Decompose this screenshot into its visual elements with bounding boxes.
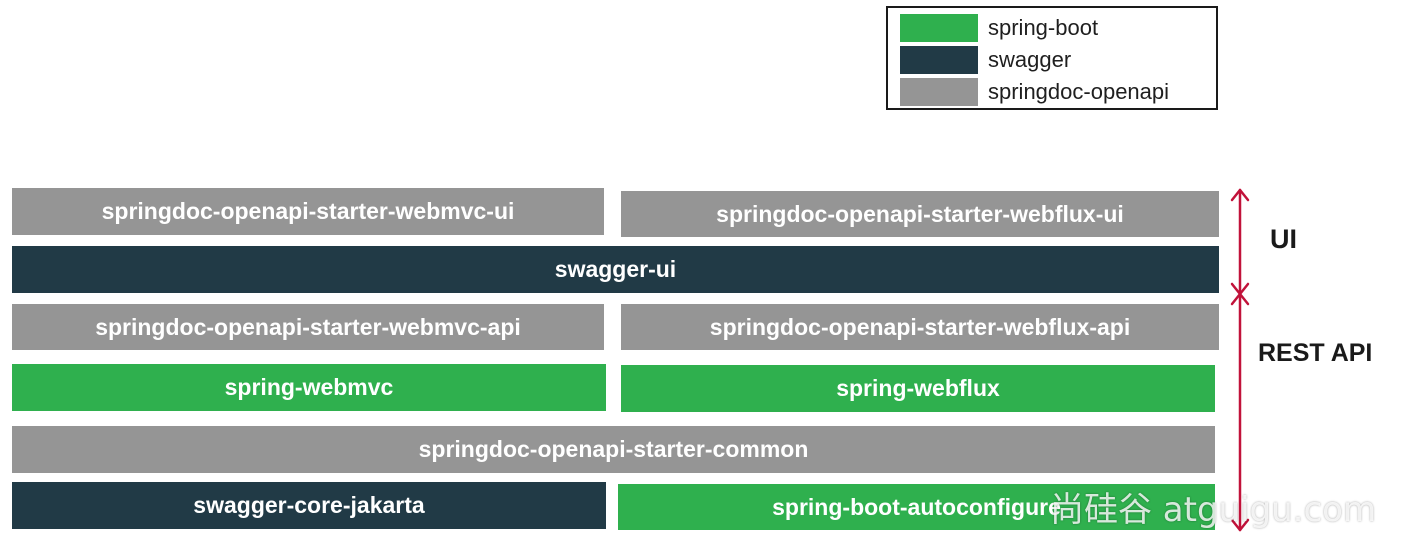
block-spring-webmvc: spring-webmvc bbox=[12, 364, 606, 411]
legend-item-swagger: swagger bbox=[900, 46, 1071, 74]
legend-item-springdoc-openapi: springdoc-openapi bbox=[900, 78, 1169, 106]
label-rest-api: REST API bbox=[1258, 339, 1373, 367]
block-swagger-core-jakarta: swagger-core-jakarta bbox=[12, 482, 606, 529]
block-webflux-ui: springdoc-openapi-starter-webflux-ui bbox=[621, 191, 1219, 237]
block-webflux-api: springdoc-openapi-starter-webflux-api bbox=[621, 304, 1219, 350]
block-swagger-ui: swagger-ui bbox=[12, 246, 1219, 293]
legend-item-spring-boot: spring-boot bbox=[900, 14, 1098, 42]
block-starter-common: springdoc-openapi-starter-common bbox=[12, 426, 1215, 473]
block-webmvc-ui: springdoc-openapi-starter-webmvc-ui bbox=[12, 188, 604, 235]
legend-swatch-springdoc-openapi bbox=[900, 78, 978, 106]
label-ui: UI bbox=[1270, 224, 1297, 254]
block-webmvc-api: springdoc-openapi-starter-webmvc-api bbox=[12, 304, 604, 350]
watermark: 尚硅谷 atguigu.com bbox=[1050, 490, 1377, 530]
legend: spring-boot swagger springdoc-openapi bbox=[886, 6, 1218, 110]
legend-swatch-swagger bbox=[900, 46, 978, 74]
block-spring-webflux: spring-webflux bbox=[621, 365, 1215, 412]
arrow-head-rest-top bbox=[1230, 292, 1250, 306]
legend-label: spring-boot bbox=[988, 15, 1099, 40]
legend-swatch-spring-boot bbox=[900, 14, 978, 42]
block-spring-boot-autoconfigure: spring-boot-autoconfigure bbox=[618, 484, 1215, 530]
legend-label: springdoc-openapi bbox=[988, 79, 1170, 104]
legend-label: swagger bbox=[988, 47, 1072, 72]
arrow-head-bottom bbox=[1230, 518, 1250, 532]
arrow-head-top bbox=[1230, 188, 1250, 202]
